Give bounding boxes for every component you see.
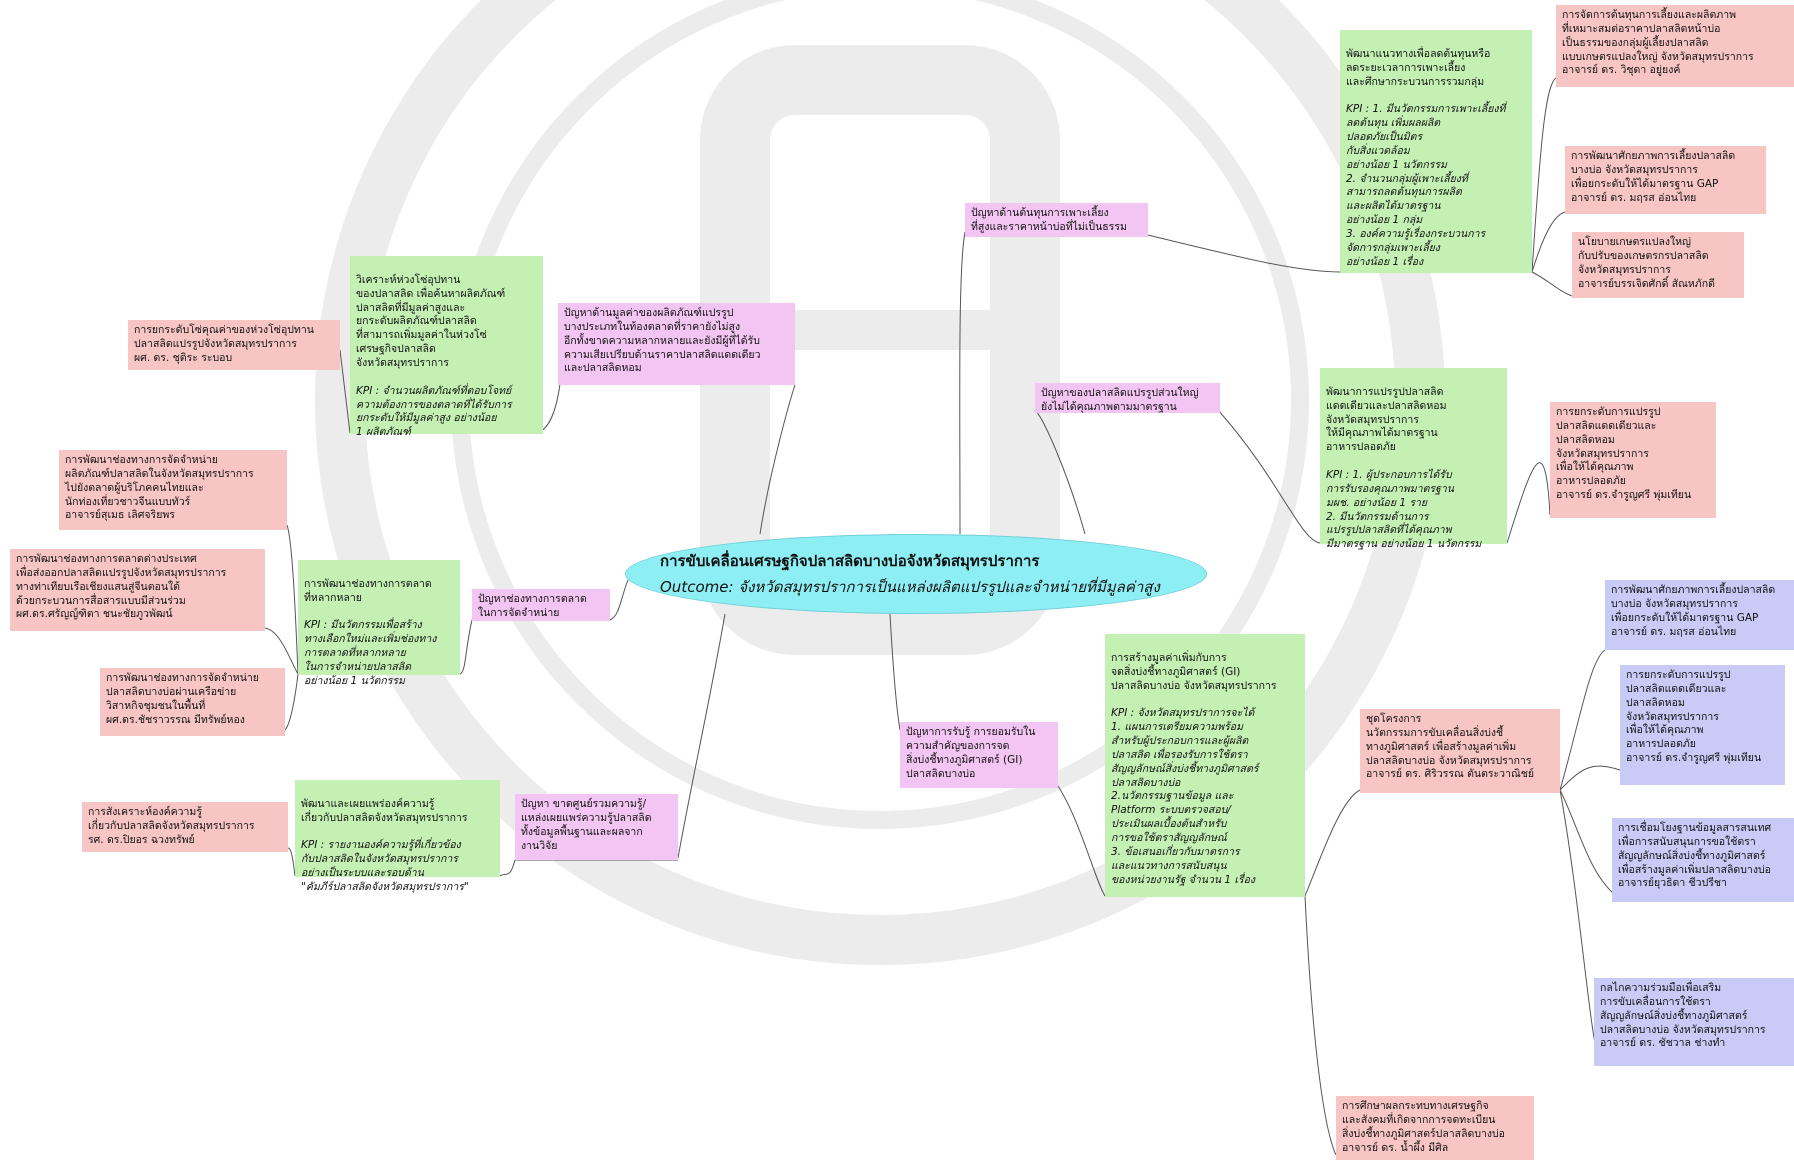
connector-line (264, 627, 299, 675)
connector-line (1531, 271, 1573, 297)
project-channel-1: การพัฒนาช่องทางการจัดจำหน่าย ผลิตภัณฑ์ปล… (59, 450, 287, 530)
solution-gi-head: การสร้างมูลค่าเพิ่มกับการ จดสิ่งบ่งชี้ทา… (1111, 651, 1277, 692)
connector-line (284, 673, 299, 731)
solution-channel-kpi: KPI : มีนวัตกรรมเพื่อสร้าง ทางเลือกใหม่แ… (304, 619, 437, 687)
project-cost-1: การจัดการต้นทุนการเลี้ยงและผลิตภาพ ที่เห… (1556, 5, 1794, 87)
subproject-gi-3: การเชื่อมโยงฐานข้อมูลสารสนเทศ เพื่อการสน… (1612, 818, 1794, 902)
central-outcome: Outcome: จังหวัดสมุทรปราการเป็นแหล่งผลิต… (660, 578, 1160, 596)
connector-line (1506, 462, 1551, 544)
solution-gi-kpi: KPI : จังหวัดสมุทรปราการจะได้ 1. แผนการเ… (1111, 707, 1259, 886)
connector-line (1217, 409, 1321, 544)
subproject-gi-2: การยกระดับการแปรรูป ปลาสลิดแดดเดียวและ ป… (1620, 665, 1785, 785)
project-knowledge-1: การสังเคราะห์องค์ความรู้ เกี่ยวกับปลาสลิ… (82, 802, 288, 852)
connector-line (1057, 785, 1106, 897)
project-gi-5: การศึกษาผลกระทบทางเศรษฐกิจ และสังคมที่เก… (1336, 1096, 1534, 1160)
problem-knowledge: ปัญหา ขาดศูนย์รวมความรู้/ แหล่งเผยแพร่คว… (515, 794, 678, 860)
problem-gi: ปัญหาการรับรู้ การยอมรับใน ความสำคัญของก… (900, 722, 1058, 788)
problem-channel: ปัญหาช่องทางการตลาด ในการจัดจำหน่าย (472, 589, 610, 621)
solution-knowledge-head: พัฒนาและเผยแพร่องค์ความรู้ เกี่ยวกับปลาส… (301, 797, 468, 824)
project-channel-2: การพัฒนาช่องทางการตลาดต่างประเทศ เพื่อส่… (10, 549, 265, 631)
solution-knowledge: พัฒนาและเผยแพร่องค์ความรู้ เกี่ยวกับปลาส… (295, 780, 500, 893)
connector-line (1147, 234, 1341, 273)
solution-gi: การสร้างมูลค่าเพิ่มกับการ จดสิ่งบ่งชี้ทา… (1105, 634, 1305, 897)
connector-line (459, 619, 473, 675)
solution-quality-kpi: KPI : 1. ผู้ประกอบการได้รับ การรับรองคุณ… (1326, 469, 1482, 551)
connector-line (1559, 649, 1606, 791)
solution-cost: พัฒนาแนวทางเพื่อลดต้นทุนหรือ ลดระยะเวลาก… (1340, 30, 1532, 273)
subproject-gi-4: กลไกความร่วมมือเพื่อเสริม การขับเคลื่อนก… (1594, 978, 1794, 1066)
connector-line (499, 859, 516, 877)
connector-line (677, 613, 726, 859)
solution-channel-head: การพัฒนาช่องทางการตลาด ที่หลากหลาย (304, 577, 432, 604)
connector-line (339, 349, 351, 434)
central-topic: การขับเคลื่อนเศรษฐกิจปลาสลิดบางบ่อจังหวั… (625, 534, 1207, 614)
connector-line (1559, 765, 1621, 791)
connector-line (1034, 409, 1086, 535)
project-quality-1: การยกระดับการแปรรูป ปลาสลิดแดดเดียวและ ป… (1550, 402, 1716, 518)
connector-line (959, 231, 966, 535)
problem-quality: ปัญหาของปลาสลิดแปรรูปส่วนใหญ่ ยังไม่ได้ค… (1035, 383, 1220, 413)
project-cost-3: นโยบายเกษตรแปลงใหญ่ กับปรับของเกษตรกรปลา… (1572, 232, 1744, 298)
project-value-1: การยกระดับโซ่คุณค่าของห่วงโซ่อุปทาน ปลาส… (128, 320, 340, 370)
problem-cost: ปัญหาด้านต้นทุนการเพาะเลี้ยง ที่สูงและรา… (965, 203, 1148, 237)
connector-line (759, 384, 796, 535)
connector-line (1304, 895, 1337, 1156)
solution-value: วิเคราะห์ห่วงโซ่อุปทาน ของปลาสลิด เพื่อค… (350, 256, 543, 438)
solution-channel: การพัฒนาช่องทางการตลาด ที่หลากหลาย KPI :… (298, 560, 460, 687)
solution-cost-head: พัฒนาแนวทางเพื่อลดต้นทุนหรือ ลดระยะเวลาก… (1346, 47, 1491, 88)
connector-line (609, 579, 629, 621)
solution-cost-kpi: KPI : 1. มีนวัตกรรมการเพาะเลี้ยงที่ ลดต้… (1346, 103, 1506, 268)
project-gi-set: ชุดโครงการ นวัตกรรมการขับเคลื่อนสิ่งบ่งช… (1360, 709, 1560, 793)
solution-value-kpi: KPI : จำนวนผลิตภัณฑ์ที่ตอบโจทย์ ความต้อง… (356, 384, 512, 439)
problem-value: ปัญหาด้านมูลค่าของผลิตภัณฑ์แปรรูป บางประ… (558, 303, 795, 385)
solution-quality-head: พัฒนาการแปรรูปปลาสลิด แดดเดียวและปลาสลิด… (1326, 385, 1447, 454)
project-cost-2: การพัฒนาศักยภาพการเลี้ยงปลาสลิด บางบ่อ จ… (1565, 146, 1766, 214)
solution-knowledge-kpi: KPI : รายงานองค์ความรู้ที่เกี่ยวข้อง กับ… (301, 839, 469, 894)
connector-line (287, 847, 296, 877)
connector-line (1304, 789, 1361, 897)
central-title: การขับเคลื่อนเศรษฐกิจปลาสลิดบางบ่อจังหวั… (660, 552, 1040, 570)
connector-line (1531, 77, 1557, 273)
solution-quality: พัฒนาการแปรรูปปลาสลิด แดดเดียวและปลาสลิด… (1320, 368, 1507, 550)
solution-value-head: วิเคราะห์ห่วงโซ่อุปทาน ของปลาสลิด เพื่อค… (356, 273, 506, 370)
subproject-gi-1: การพัฒนาศักยภาพการเลี้ยงปลาสลิด บางบ่อ จ… (1605, 580, 1794, 650)
connector-line (286, 524, 299, 675)
project-channel-3: การพัฒนาช่องทางการจัดจำหน่าย ปลาสลิดบางบ… (100, 668, 285, 736)
connector-line (1531, 211, 1566, 273)
connector-line (889, 613, 901, 731)
